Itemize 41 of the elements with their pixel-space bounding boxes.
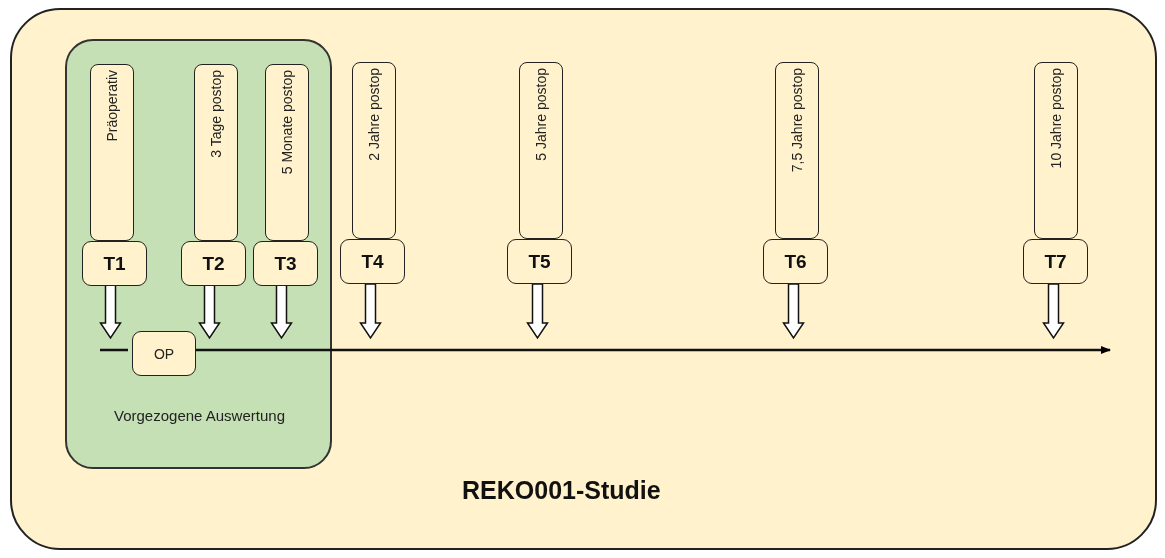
timepoint-description: 2 Jahre postop bbox=[366, 68, 382, 161]
timepoint-label: T2 bbox=[202, 252, 225, 275]
timepoint-description: 7,5 Jahre postop bbox=[789, 68, 805, 173]
label-bar bbox=[1034, 62, 1078, 239]
timepoint-description: 10 Jahre postop bbox=[1048, 68, 1064, 169]
label-bar bbox=[265, 64, 309, 241]
timepoint-box bbox=[253, 241, 318, 286]
timepoint-label: T1 bbox=[103, 252, 126, 275]
timepoint-box bbox=[181, 241, 246, 286]
timepoint-box bbox=[340, 239, 405, 284]
label-bar bbox=[775, 62, 819, 239]
group-panel bbox=[65, 39, 332, 469]
label-bar bbox=[352, 62, 396, 239]
timepoint-box bbox=[1023, 239, 1088, 284]
block-arrow bbox=[198, 283, 221, 340]
block-arrow bbox=[99, 283, 122, 340]
timepoint-label: T7 bbox=[1044, 250, 1067, 273]
event-label: OP bbox=[153, 345, 175, 362]
timepoint-description: Präoperativ bbox=[104, 70, 120, 142]
timepoint-label: T4 bbox=[361, 250, 384, 273]
group-label: Vorgezogene Auswertung bbox=[113, 406, 286, 426]
block-arrow bbox=[1042, 283, 1065, 340]
timepoint-box bbox=[82, 241, 147, 286]
block-arrow bbox=[782, 283, 805, 340]
block-arrow bbox=[526, 283, 549, 340]
block-arrow bbox=[359, 283, 382, 340]
study-panel bbox=[10, 8, 1157, 550]
label-bar bbox=[519, 62, 563, 239]
event-box bbox=[132, 331, 196, 376]
timepoint-description: 3 Tage postop bbox=[208, 70, 224, 158]
label-bar bbox=[194, 64, 238, 241]
timepoint-description: 5 Monate postop bbox=[279, 70, 295, 175]
timepoint-label: T5 bbox=[528, 250, 551, 273]
timepoint-label: T3 bbox=[274, 252, 297, 275]
timepoint-label: T6 bbox=[784, 250, 807, 273]
panel-label: REKO001-Studie bbox=[462, 476, 661, 505]
timepoint-description: 5 Jahre postop bbox=[533, 68, 549, 161]
timepoint-box bbox=[763, 239, 828, 284]
label-bar bbox=[90, 64, 134, 241]
block-arrow bbox=[270, 283, 293, 340]
timepoint-box bbox=[507, 239, 572, 284]
